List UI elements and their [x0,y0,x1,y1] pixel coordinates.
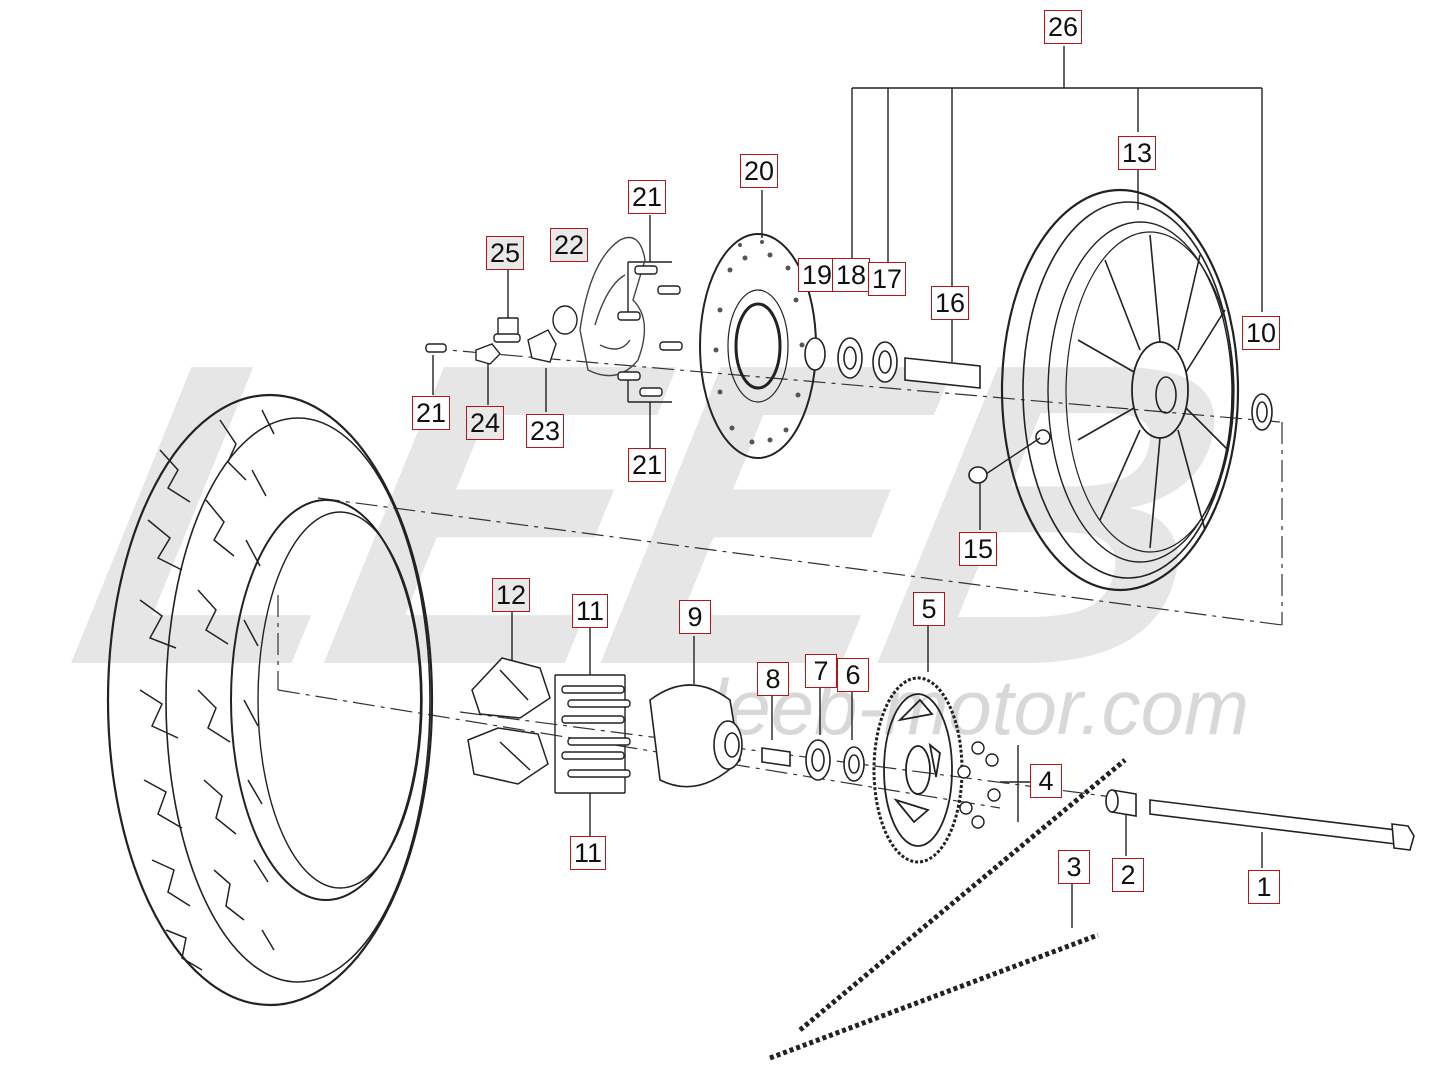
callout-3: 3 [1058,850,1090,884]
callout-12: 12 [492,578,531,612]
callout-1: 1 [1248,870,1280,904]
callout-24: 24 [466,406,505,440]
callout-15: 15 [959,532,998,566]
caliper-bracket [579,236,646,377]
callout-8: 8 [757,662,789,696]
callout-2: 2 [1112,858,1144,892]
callout-16: 16 [931,286,970,320]
caliper-bolts [425,265,683,397]
sprocket-nuts [957,741,1001,829]
callout-22: 22 [550,228,589,262]
callout-11: 11 [570,836,607,870]
callout-9: 9 [679,600,711,634]
callout-5: 5 [913,592,945,626]
callout-25: 25 [486,236,525,270]
cush-drive-rubbers [467,657,551,785]
drive-chain [769,758,1127,1061]
callout-21: 21 [628,180,667,214]
axle-assembly [1105,789,1415,851]
hub-studs [561,685,631,778]
callout-11: 11 [572,594,609,628]
callout-20: 20 [740,154,779,188]
carrier-bearings [761,739,865,782]
callout-21: 21 [412,396,451,430]
hub-bearings [804,337,1273,484]
callout-18: 18 [832,258,871,292]
callout-21: 21 [628,448,667,482]
callout-6: 6 [837,658,869,692]
leader-26 [851,46,1263,362]
callout-17: 17 [868,262,907,296]
callout-10: 10 [1242,316,1281,350]
callout-19: 19 [798,258,837,292]
rear-tire [106,393,434,1007]
callout-4: 4 [1030,764,1062,798]
rear-sprocket [872,676,964,864]
callout-23: 23 [526,414,565,448]
rear-rim [1000,188,1240,592]
callout-13: 13 [1118,136,1157,170]
callout-7: 7 [805,654,837,688]
sprocket-carrier [649,684,743,788]
callout-26: 26 [1044,10,1083,44]
